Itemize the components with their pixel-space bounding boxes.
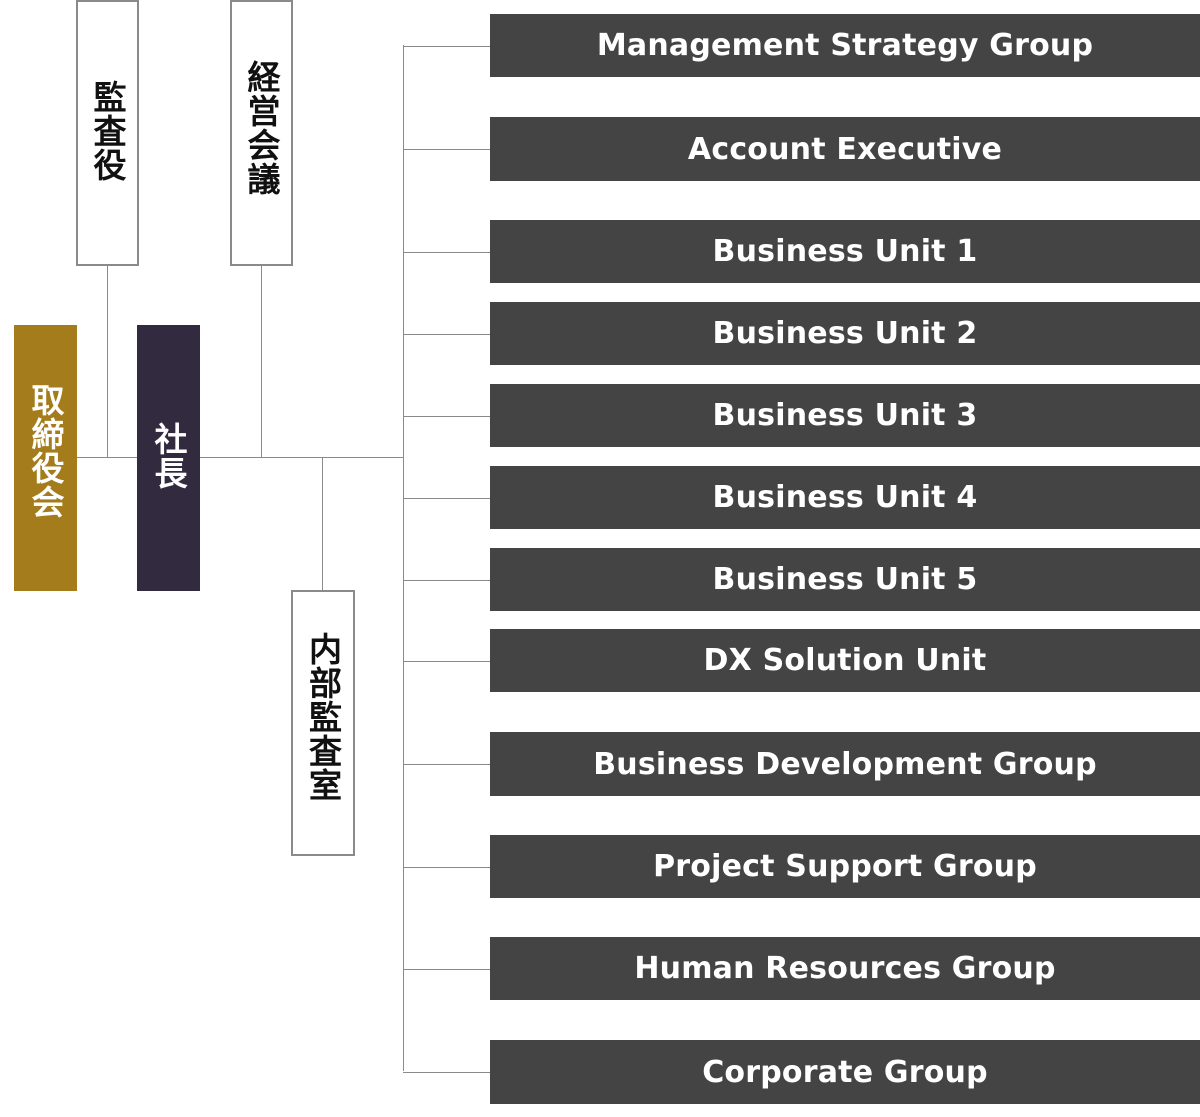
- branch-connector: [403, 46, 491, 47]
- branch-connector: [403, 252, 491, 253]
- unit-label: Project Support Group: [653, 849, 1037, 884]
- unit-label: Business Unit 3: [712, 398, 978, 433]
- unit-label: Business Unit 5: [712, 562, 978, 597]
- connector-president-trunk: [200, 457, 404, 458]
- unit-label: Business Unit 1: [712, 234, 978, 269]
- unit-box: Business Unit 4: [490, 466, 1200, 529]
- unit-label: DX Solution Unit: [703, 643, 987, 678]
- unit-box: Business Unit 1: [490, 220, 1200, 283]
- unit-box: Management Strategy Group: [490, 14, 1200, 77]
- internal-audit-label: 内部監査室: [303, 632, 343, 802]
- unit-box: Corporate Group: [490, 1040, 1200, 1104]
- auditor-box: 監査役: [76, 0, 139, 266]
- unit-box: Human Resources Group: [490, 937, 1200, 1000]
- branch-connector: [403, 661, 491, 662]
- connector-management-meeting: [261, 265, 262, 458]
- branch-connector: [403, 969, 491, 970]
- board-of-directors-label: 取締役会: [26, 383, 65, 519]
- unit-box: Project Support Group: [490, 835, 1200, 898]
- internal-audit-box: 内部監査室: [291, 590, 355, 856]
- connector-internal-audit: [322, 457, 323, 591]
- unit-label: Management Strategy Group: [596, 28, 1094, 63]
- unit-box: Account Executive: [490, 117, 1200, 181]
- branch-connector: [403, 1072, 491, 1073]
- unit-label: Corporate Group: [702, 1054, 988, 1090]
- unit-box: Business Unit 3: [490, 384, 1200, 447]
- unit-label: Business Development Group: [593, 746, 1097, 782]
- unit-label: Business Unit 4: [712, 480, 978, 515]
- unit-label: Human Resources Group: [634, 951, 1056, 986]
- branch-connector: [403, 498, 491, 499]
- branch-connector: [403, 416, 491, 417]
- president-label: 社長: [149, 422, 188, 490]
- auditor-label: 監査役: [88, 80, 127, 182]
- unit-box: Business Development Group: [490, 732, 1200, 796]
- management-meeting-label: 経営会議: [242, 60, 281, 196]
- board-of-directors-box: 取締役会: [14, 325, 77, 591]
- management-meeting-box: 経営会議: [230, 0, 293, 266]
- branch-connector: [403, 580, 491, 581]
- unit-box: Business Unit 5: [490, 548, 1200, 611]
- unit-label: Business Unit 2: [712, 316, 978, 351]
- branch-connector: [403, 764, 491, 765]
- unit-box: Business Unit 2: [490, 302, 1200, 365]
- branch-connector: [403, 334, 491, 335]
- connector-auditor: [107, 265, 108, 458]
- unit-label: Account Executive: [687, 131, 1003, 167]
- president-box: 社長: [137, 325, 200, 591]
- branch-connector: [403, 149, 491, 150]
- unit-box: DX Solution Unit: [490, 629, 1200, 692]
- branch-connector: [403, 867, 491, 868]
- connector-trunk: [403, 45, 404, 1071]
